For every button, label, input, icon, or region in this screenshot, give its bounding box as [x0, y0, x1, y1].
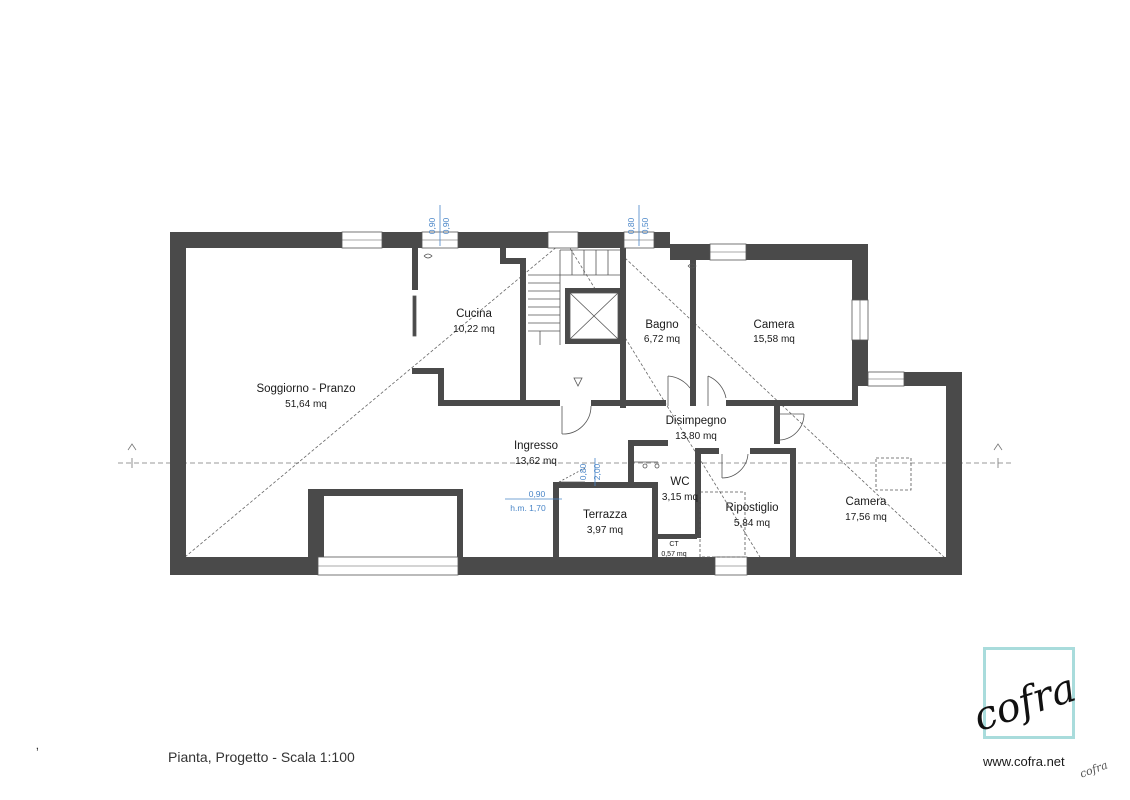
section-line — [118, 443, 1012, 468]
window-glass-lines — [318, 239, 904, 567]
elevator-shaft — [565, 288, 623, 344]
room-soggiorno-area: 51,64 mq — [285, 399, 327, 410]
dim-bagno-window-1: 0,80 — [626, 217, 636, 234]
room-camera1-area: 15,58 mq — [753, 334, 795, 345]
room-disimpegno-name: Disimpegno — [666, 415, 727, 427]
corner-mark: ʼ — [36, 745, 39, 760]
interior-walls — [412, 248, 858, 557]
dim-terrazza-height: h.m. 1,70 — [510, 503, 546, 513]
room-ripostiglio-area: 5,84 mq — [734, 518, 770, 529]
dim-ingresso-door-1: 0,80 — [578, 463, 588, 480]
room-ripostiglio-name: Ripostiglio — [725, 502, 778, 514]
room-bagno-name: Bagno — [645, 319, 678, 331]
room-camera2-area: 17,56 mq — [845, 512, 887, 523]
room-ingresso-name: Ingresso — [514, 440, 558, 452]
room-labels: Soggiorno - Pranzo 51,64 mq Cucina 10,22… — [256, 308, 887, 558]
room-ct-name: CT — [669, 541, 679, 548]
room-terrazza-area: 3,97 mq — [587, 525, 623, 536]
dim-ingresso-door-2: 2,00 — [592, 463, 602, 480]
room-cucina-name: Cucina — [456, 308, 492, 320]
signature-mark: cofra — [1078, 759, 1109, 780]
room-soggiorno-name: Soggiorno - Pranzo — [256, 383, 355, 395]
room-wc-name: WC — [670, 476, 689, 488]
room-terrazza-name: Terrazza — [583, 509, 628, 521]
terrace-wall — [308, 489, 463, 557]
logo-wordmark: cofra — [968, 665, 1081, 736]
room-disimpegno-area: 13,80 mq — [675, 431, 717, 442]
room-wc-area: 3,15 mq — [662, 492, 698, 503]
drawing-caption: Pianta, Progetto - Scala 1:100 — [168, 749, 355, 765]
room-bagno-area: 6,72 mq — [644, 334, 680, 345]
staircase — [528, 249, 620, 387]
cofra-logo-mark: cofra — [968, 665, 1081, 736]
room-ct-area: 0,57 mq — [661, 551, 686, 558]
dimension-annotations: 0,90 0,90 0,80 0,50 0,80 2,00 0,90 h.m. … — [427, 205, 650, 513]
dim-cucina-window-1: 0,90 — [427, 217, 437, 234]
dim-bagno-window-2: 0,50 — [640, 217, 650, 234]
website-link[interactable]: www.cofra.net — [983, 754, 1065, 769]
fixtures — [412, 253, 912, 558]
room-camera1-name: Camera — [754, 319, 796, 331]
doors — [558, 375, 805, 483]
room-camera2-name: Camera — [846, 496, 888, 508]
room-ingresso-area: 13,62 mq — [515, 456, 557, 467]
dim-terrazza-door: 0,90 — [529, 489, 546, 499]
cofra-logo[interactable]: cofra — [968, 647, 1081, 739]
dim-cucina-window-2: 0,90 — [441, 217, 451, 234]
signature-text: cofra — [1078, 759, 1109, 780]
room-cucina-area: 10,22 mq — [453, 324, 495, 335]
